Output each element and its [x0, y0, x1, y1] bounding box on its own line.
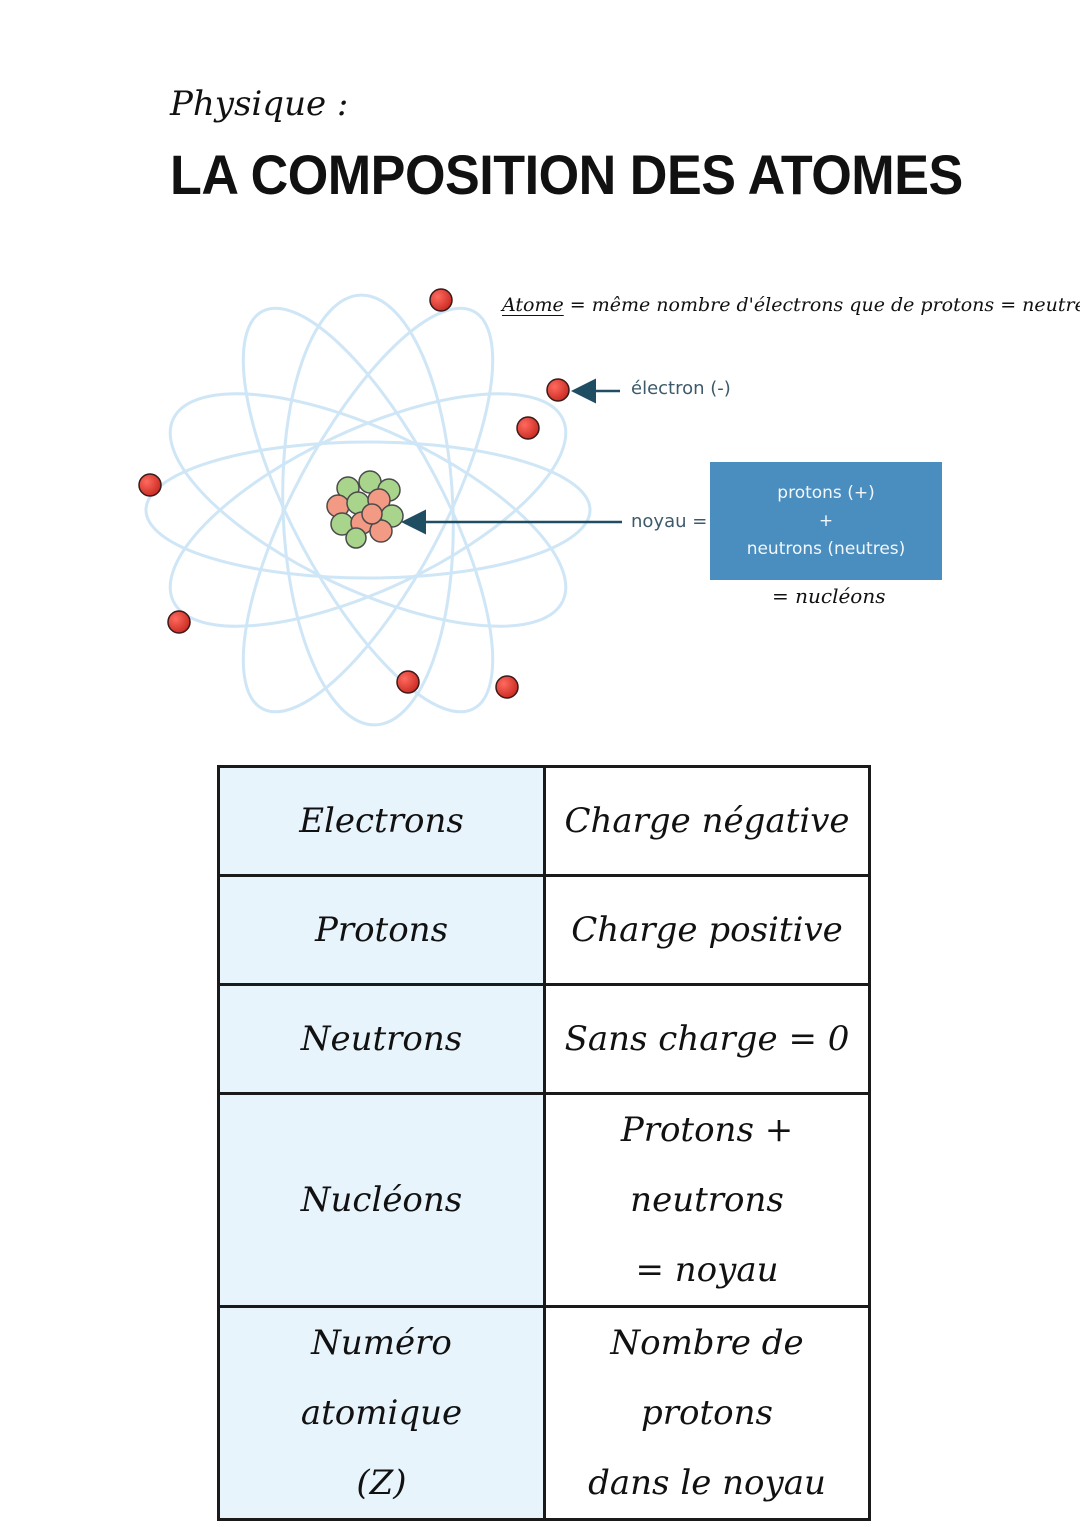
- table-row: Nucléons Protons + neutrons = noyau: [217, 1092, 871, 1308]
- electron-particle: [396, 670, 420, 694]
- nucleus-box-neutrons: neutrons (neutres): [746, 539, 906, 559]
- table-row: Neutrons Sans charge = 0: [217, 983, 871, 1095]
- electron-particle: [138, 473, 162, 497]
- neutron-particle: [345, 527, 367, 549]
- table-row: Numéro atomique (Z) Nombre de protons dans…: [217, 1305, 871, 1521]
- table-value-cell: Charge négative: [543, 765, 871, 877]
- nucleus-box-plus: +: [818, 511, 834, 531]
- orbit: [241, 306, 495, 714]
- electron-particle: [516, 416, 540, 440]
- electrons: [138, 288, 570, 699]
- electron-particle: [429, 288, 453, 312]
- atom-diagram: [138, 288, 622, 727]
- atom-term: Atome: [502, 294, 564, 316]
- cell-text: Protons + neutrons: [620, 1110, 794, 1220]
- cell-text: Protons: [314, 910, 449, 950]
- summary-table: Electrons Charge négative Protons Charge…: [217, 765, 871, 1521]
- nucleus: [326, 470, 404, 549]
- cell-text: = noyau: [635, 1250, 779, 1290]
- cell-text: Sans charge = 0: [564, 1019, 850, 1059]
- orbit: [168, 392, 568, 628]
- subject-label: Physique :: [170, 84, 349, 124]
- electron-particle: [167, 610, 191, 634]
- cell-text: Charge positive: [571, 910, 843, 950]
- proton-particle: [361, 503, 383, 525]
- table-key-cell: Electrons: [217, 765, 546, 877]
- table-key-cell: Protons: [217, 874, 546, 986]
- nucleons-label: = nucléons: [772, 584, 886, 608]
- table-value-cell: Sans charge = 0: [543, 983, 871, 1095]
- electron-particle: [495, 675, 519, 699]
- cell-text: (Z): [356, 1463, 407, 1503]
- cell-text: Charge négative: [564, 801, 850, 841]
- orbit: [144, 440, 592, 580]
- proton-particle: [369, 519, 393, 543]
- cell-text: Neutrons: [300, 1019, 463, 1059]
- cell-text: dans le noyau: [588, 1463, 826, 1503]
- nucleus-box: protons (+) + neutrons (neutres): [710, 462, 942, 580]
- atom-definition-text: = même nombre d'électrons que de protons…: [563, 294, 1080, 316]
- cell-text: Electrons: [299, 801, 464, 841]
- table-value-cell: Charge positive: [543, 874, 871, 986]
- electron-particle: [546, 378, 570, 402]
- table-key-cell: Neutrons: [217, 983, 546, 1095]
- orbits: [144, 293, 592, 727]
- cell-text: Nucléons: [300, 1180, 463, 1220]
- electron-label: électron (-): [631, 378, 731, 399]
- orbit: [241, 306, 495, 714]
- table-row: Electrons Charge négative: [217, 765, 871, 877]
- page-title: LA COMPOSITION DES ATOMES: [170, 143, 963, 206]
- noyau-label: noyau =: [631, 511, 708, 532]
- table-row: Protons Charge positive: [217, 874, 871, 986]
- atom-definition: Atome = même nombre d'électrons que de p…: [502, 294, 1080, 316]
- orbit: [281, 293, 455, 727]
- cell-text: Numéro atomique: [300, 1323, 463, 1433]
- nucleus-box-protons: protons (+): [777, 483, 875, 503]
- table-value-cell: Nombre de protons dans le noyau: [543, 1305, 871, 1521]
- table-key-cell: Numéro atomique (Z): [217, 1305, 546, 1521]
- orbit: [168, 392, 568, 628]
- cell-text: Nombre de protons: [610, 1323, 804, 1433]
- table-key-cell: Nucléons: [217, 1092, 546, 1308]
- table-value-cell: Protons + neutrons = noyau: [543, 1092, 871, 1308]
